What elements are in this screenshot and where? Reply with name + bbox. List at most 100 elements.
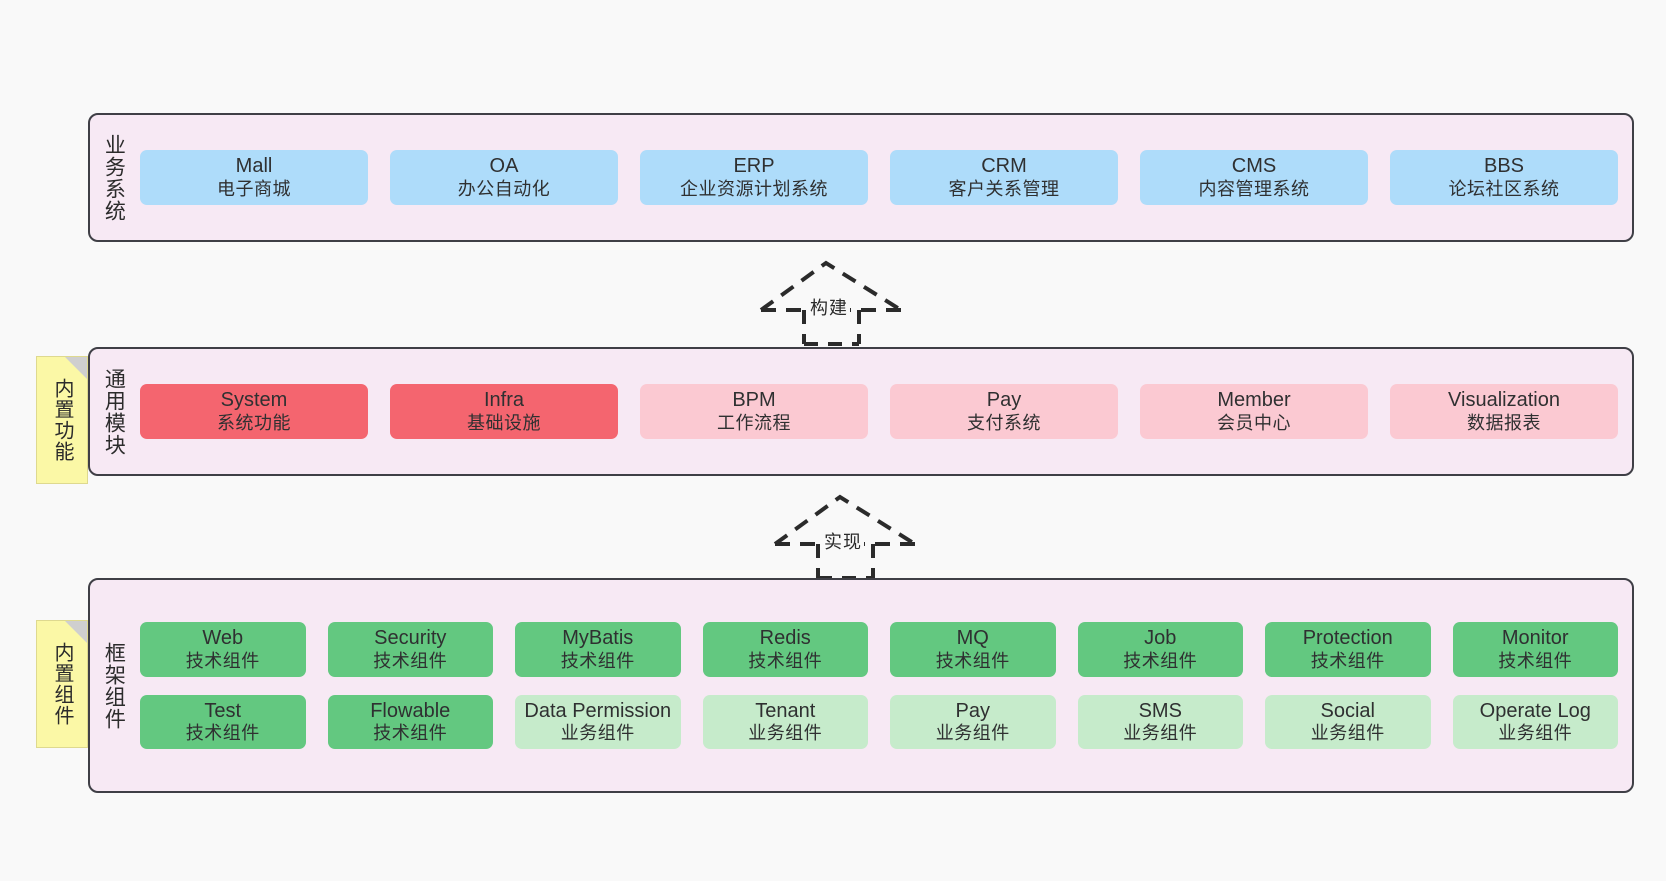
card-subtitle: 会员中心 [1217,412,1291,433]
card-tenant[interactable]: Tenant 业务组件 [702,694,868,749]
note-label: 内置功能 [51,378,73,462]
card-subtitle: 客户关系管理 [948,178,1060,199]
card-subtitle: 技术组件 [373,722,448,743]
layer-common-module[interactable]: 通用模块 System 系统功能 Infra 基础设施 BPM 工作流程 Pay… [88,347,1634,476]
card-subtitle: 业务组件 [1123,722,1198,743]
card-mq[interactable]: MQ 技术组件 [890,622,1056,677]
card-title: Test [204,699,242,722]
card-mybatis[interactable]: MyBatis 技术组件 [515,622,681,677]
layer-body-common-module: System 系统功能 Infra 基础设施 BPM 工作流程 Pay 支付系统… [136,349,1632,474]
note-builtin-component: 内置组件 [36,620,88,748]
layer-title-common-module: 通用模块 [102,367,126,456]
card-title: CMS [1231,155,1277,178]
card-title: Operate Log [1479,699,1591,722]
card-subtitle: 技术组件 [373,650,448,671]
card-subtitle: 业务组件 [1498,722,1573,743]
card-web[interactable]: Web 技术组件 [140,622,306,677]
card-subtitle: 企业资源计划系统 [680,178,828,199]
card-title: Social [1320,699,1375,722]
card-subtitle: 支付系统 [967,412,1041,433]
card-title: ERP [733,155,775,178]
card-mall[interactable]: Mall 电子商城 [140,150,368,205]
card-title: Pay [955,699,990,722]
layer-body-framework-component: Web 技术组件 Security 技术组件 MyBatis 技术组件 Redi… [136,580,1632,791]
card-subtitle: 工作流程 [717,412,791,433]
layer-title-business-system: 业务系统 [102,133,126,222]
card-monitor[interactable]: Monitor 技术组件 [1452,622,1618,677]
card-test[interactable]: Test 技术组件 [140,694,306,749]
card-title: Redis [759,627,811,650]
card-member[interactable]: Member 会员中心 [1140,384,1368,439]
card-subtitle: 技术组件 [1123,650,1198,671]
connector-implement-label: 实现 [822,528,864,554]
card-subtitle: 业务组件 [748,722,823,743]
card-title: System [220,389,288,412]
card-system[interactable]: System 系统功能 [140,384,368,439]
card-bpm[interactable]: BPM 工作流程 [640,384,868,439]
card-job[interactable]: Job 技术组件 [1077,622,1243,677]
card-subtitle: 业务组件 [560,722,635,743]
card-title: Data Permission [524,699,672,722]
card-title: SMS [1138,699,1182,722]
connector-build: 构建 [756,258,906,346]
card-subtitle: 技术组件 [748,650,823,671]
note-fold-icon [65,357,87,379]
card-row: Test 技术组件 Flowable 技术组件 Data Permission … [140,694,1618,749]
card-social[interactable]: Social 业务组件 [1265,694,1431,749]
card-subtitle: 办公自动化 [457,178,551,199]
card-row: Web 技术组件 Security 技术组件 MyBatis 技术组件 Redi… [140,622,1618,677]
card-title: MQ [956,627,989,650]
card-operate-log[interactable]: Operate Log 业务组件 [1452,694,1618,749]
card-infra[interactable]: Infra 基础设施 [390,384,618,439]
card-flowable[interactable]: Flowable 技术组件 [327,694,493,749]
card-erp[interactable]: ERP 企业资源计划系统 [640,150,868,205]
card-title: Visualization [1448,389,1560,412]
card-bbs[interactable]: BBS 论坛社区系统 [1390,150,1618,205]
card-subtitle: 技术组件 [185,722,260,743]
card-title: BBS [1483,155,1525,178]
card-title: Security [374,627,447,650]
card-subtitle: 业务组件 [1310,722,1385,743]
card-subtitle: 内容管理系统 [1198,178,1310,199]
card-title: Web [202,627,244,650]
card-title: CRM [981,155,1027,178]
card-pay-business[interactable]: Pay 业务组件 [890,694,1056,749]
card-subtitle: 技术组件 [1310,650,1385,671]
card-subtitle: 技术组件 [185,650,260,671]
card-oa[interactable]: OA 办公自动化 [390,150,618,205]
card-title: Monitor [1501,627,1569,650]
card-cms[interactable]: CMS 内容管理系统 [1140,150,1368,205]
card-crm[interactable]: CRM 客户关系管理 [890,150,1118,205]
card-sms[interactable]: SMS 业务组件 [1077,694,1243,749]
card-title: Tenant [755,699,816,722]
note-label: 内置组件 [51,642,73,726]
card-protection[interactable]: Protection 技术组件 [1265,622,1431,677]
layer-body-business-system: Mall 电子商城 OA 办公自动化 ERP 企业资源计划系统 CRM 客户关系… [136,115,1632,240]
card-data-permission[interactable]: Data Permission 业务组件 [515,694,681,749]
card-subtitle: 系统功能 [217,412,291,433]
note-builtin-function: 内置功能 [36,356,88,484]
card-row: Mall 电子商城 OA 办公自动化 ERP 企业资源计划系统 CRM 客户关系… [140,150,1618,205]
card-row: System 系统功能 Infra 基础设施 BPM 工作流程 Pay 支付系统… [140,384,1618,439]
card-subtitle: 数据报表 [1467,412,1541,433]
card-title: Pay [986,389,1022,412]
card-title: Member [1217,389,1291,412]
layer-business-system[interactable]: 业务系统 Mall 电子商城 OA 办公自动化 ERP 企业资源计划系统 CRM… [88,113,1634,242]
card-redis[interactable]: Redis 技术组件 [702,622,868,677]
card-subtitle: 技术组件 [1498,650,1573,671]
card-pay[interactable]: Pay 支付系统 [890,384,1118,439]
connector-implement: 实现 [770,492,920,580]
card-title: Flowable [370,699,451,722]
card-subtitle: 技术组件 [560,650,635,671]
connector-build-label: 构建 [808,294,850,320]
card-title: BPM [732,389,776,412]
card-subtitle: 业务组件 [935,722,1010,743]
card-subtitle: 电子商城 [217,178,291,199]
card-security[interactable]: Security 技术组件 [327,622,493,677]
card-title: Infra [483,389,525,412]
card-subtitle: 技术组件 [935,650,1010,671]
card-visualization[interactable]: Visualization 数据报表 [1390,384,1618,439]
layer-title-framework-component: 框架组件 [102,641,126,730]
layer-framework-component[interactable]: 框架组件 Web 技术组件 Security 技术组件 MyBatis 技术组件… [88,578,1634,793]
